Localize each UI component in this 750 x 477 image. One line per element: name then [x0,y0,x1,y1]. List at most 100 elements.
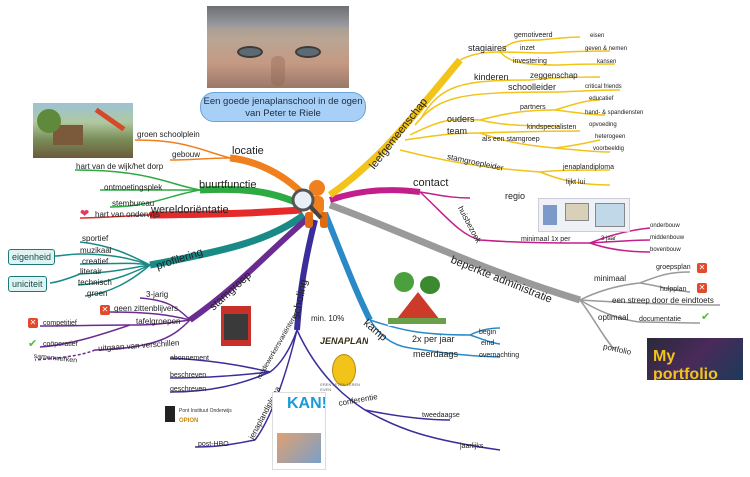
branch-wereld-lines [79,206,303,219]
my-portfolio-logo: My portfolio [647,338,743,380]
node-overnachting: overnachting [479,352,520,359]
portfolio-logo-text: My portfolio [653,348,718,380]
branch-contact: contact [413,177,449,189]
node-hand-spandiensten: hand- & spandiensten [585,110,644,116]
node-3-jarig: 3-jarig [146,290,169,299]
kan-magazine-cover: KAN! [272,392,326,470]
node-voorbeeldig: voorbeeldig [593,146,625,152]
node-critical-friends: critical friends [585,84,622,90]
branch-stamgroep-lines [34,215,310,361]
node-eindtoets: een streep door de eindtoets [612,296,714,305]
node-groen: groen [87,289,108,298]
regio-illustration [538,198,630,232]
node-groepsplan: groepsplan [656,264,691,271]
branch-profilering-lines [49,212,307,297]
node-team: team [447,126,468,136]
node-uniciteit: uniciteit [8,276,47,292]
stamgroep-book-cover [221,306,251,346]
branch-locatie-lines [134,139,308,199]
node-investering: investering [513,58,547,65]
node-geschreven: geschreven [170,386,207,393]
node-zeggenschap: zeggenschap [530,71,578,80]
cross-icon: ✕ [697,263,707,273]
node-beschreven: beschreven [170,372,207,379]
node-literair: literair [80,267,102,276]
node-creatief: creatief [82,257,109,266]
node-hart-van-onderwijs: hart van onderwijs [95,210,160,219]
cross-icon: ✕ [100,305,110,315]
kan-title: KAN! [287,395,326,412]
node-gebouw: gebouw [172,150,201,159]
node-meerdaags: meerdaags [413,349,459,359]
node-abonnement: abonnement [170,355,209,362]
kamp-tent-illustration [388,270,446,326]
node-tafelgroepen: tafelgroepen [136,317,181,326]
portrait-photo [207,6,349,88]
jenaplan-logo-sub: LEREN LEVEN LEREN LEVEN [320,382,361,392]
pont-logo-text: Pont Instituut Onderwijs [179,408,232,414]
node-competitief: competitief [43,320,77,327]
node-optimaal: optimaal [598,313,629,322]
node-ontmoetingsplek: ontmoetingsplek [104,183,163,192]
node-technisch: technisch [78,278,112,287]
pont-opion-logo: Pont Instituut Onderwijs OPION [165,404,235,428]
node-minimaal-1x: minimaal 1x per [521,236,571,243]
node-schoolleider: schoolleider [508,82,557,92]
playground-photo [33,103,133,158]
node-tweedaagse: tweedaagse [422,412,460,419]
node-lijkt-lui: lijkt lui [566,179,586,186]
node-hulpplan: hulpplan [660,286,687,293]
node-geven-nemen: geven & nemen [585,46,628,52]
node-onderbouw: onderbouw [650,223,680,229]
node-als-een-stamgroep: als een stamgroep [482,136,540,143]
node-heterogeen: heterogeen [595,134,626,140]
node-3-jaar: 3 jaar [601,236,617,242]
node-partners: partners [520,104,546,111]
node-stagiaires: stagiaires [468,43,507,53]
node-cooperatief: coöperatief [43,341,78,348]
node-jenaplandiploma-leef: jenaplandiploma [563,164,614,171]
node-opvoeding: opvoeding [589,122,617,128]
branch-contact-lines [329,187,651,253]
node-middenbouw: middenbouw [650,235,685,241]
node-kindspecialisten: kindspecialisten [527,124,577,131]
node-stembureau: stembureau [112,199,155,208]
jenaplan-logo-text: JENAPLAN [320,336,368,346]
branch-locatie: locatie [232,145,264,157]
cross-icon: ✕ [28,318,38,328]
cross-icon: ✕ [697,283,707,293]
branch-scholing-lines [169,219,501,451]
jenaplan-logo: JENAPLAN LEREN LEVEN LEREN LEVEN [320,332,368,392]
node-eind: eind [481,340,495,347]
node-post-hbo: post-HBO [198,441,229,448]
node-min-10: min. 10% [311,314,345,323]
opion-logo-text: OPION [179,418,199,424]
branch-administratie-lines [328,201,721,351]
node-geen-zittenblijvers: geen zittenblijvers [114,304,179,313]
node-bovenbouw: bovenbouw [650,247,681,253]
node-kansen: kansen [597,59,617,65]
node-hart-van-de-wijk: hart van de wijk/het dorp [76,162,164,171]
node-jaarlijks: jaarlijks [460,443,484,450]
node-eigenheid: eigenheid [8,249,56,265]
heart-icon: ❤ [80,208,90,220]
node-inzet: inzet [520,45,535,52]
node-kinderen: kinderen [474,72,509,82]
branch-buurtfunctie: buurtfunctie [199,179,257,191]
node-ouders: ouders [447,114,475,124]
node-documentatie: documentatie [639,316,682,323]
node-regio: regio [505,191,526,201]
check-icon: ✔ [701,311,711,323]
node-muzikaal: muzikaal [80,246,112,255]
node-sportief: sportief [82,234,109,243]
node-begin: begin [479,329,497,336]
center-figure-icon [291,180,328,228]
branch-leefgemeenschap-lines [327,36,621,198]
branch-wereldorientatie: wereldoriëntatie [151,204,229,216]
node-groen-schoolplein: groen schoolplein [137,130,200,139]
node-eisen: eisen [590,33,605,39]
check-icon: ✔ [28,338,38,350]
node-educatief: educatief [589,96,614,102]
node-minimaal: minimaal [594,274,627,283]
